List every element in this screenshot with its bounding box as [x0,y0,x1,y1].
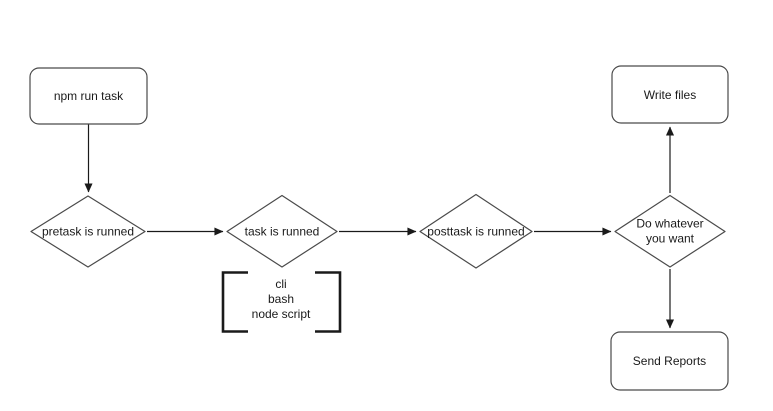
node-write-files: Write files [611,65,729,124]
annotation-line-cli: cli [275,277,286,291]
send-reports-label: Send Reports [633,354,706,368]
npm-run-task-shape [29,67,148,125]
node-npm-run-task: npm run task [29,67,148,125]
node-do-whatever: Do whatever you want [614,194,726,268]
task-annotation-bracket: cli bash node script [221,271,342,333]
node-task: task is runned [226,194,338,268]
write-files-shape [611,65,729,124]
annotation-line-bash: bash [268,292,294,306]
node-pretask: pretask is runned [30,195,146,268]
npm-run-task-label: npm run task [54,89,124,103]
bracket-left-icon [221,271,248,333]
do-whatever-label-line1: Do whatever [636,217,703,231]
task-shape [226,194,338,268]
node-send-reports: Send Reports [610,331,729,391]
posttask-shape [419,193,533,269]
do-whatever-label-line2: you want [646,232,695,246]
posttask-label: posttask is runned [427,225,524,239]
annotation-line-node-script: node script [252,307,311,321]
pretask-label: pretask is runned [42,225,134,239]
pretask-shape [30,195,146,268]
send-reports-shape [610,331,729,391]
edges [84,124,675,329]
node-posttask: posttask is runned [419,193,533,269]
do-whatever-shape [614,194,726,268]
task-label: task is runned [245,225,320,239]
bracket-right-icon [315,271,342,333]
write-files-label: Write files [644,88,696,102]
